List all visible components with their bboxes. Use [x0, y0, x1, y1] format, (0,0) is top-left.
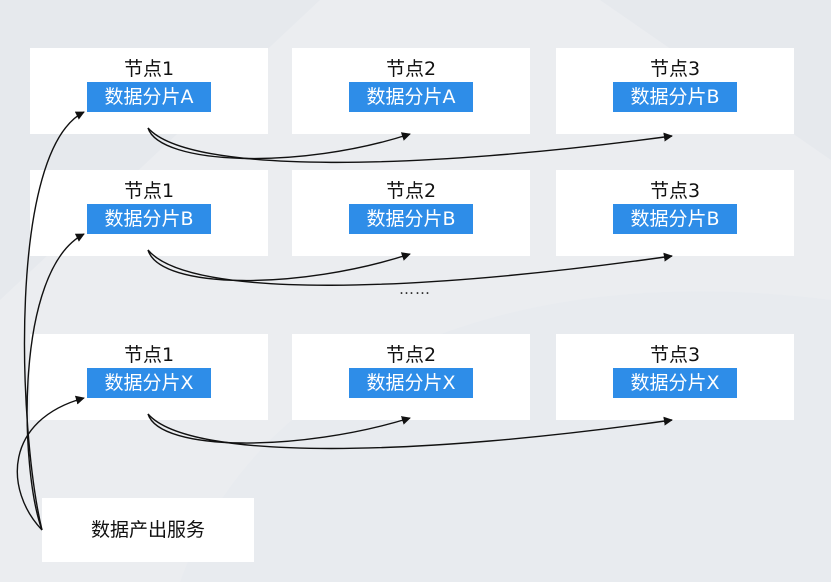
- node-box-row3-node1: 节点1 数据分片X: [30, 334, 268, 420]
- data-output-service-box: 数据产出服务: [42, 498, 254, 562]
- shard-label: 数据分片B: [349, 204, 473, 234]
- arrow-row3-to-node2: [147, 413, 411, 444]
- node-box-row3-node2: 节点2 数据分片X: [292, 334, 530, 420]
- arrow-service-to-row1: [23, 111, 85, 531]
- shard-label: 数据分片X: [349, 368, 473, 398]
- node-box-row1-node1: 节点1 数据分片A: [30, 48, 268, 134]
- node-box-row1-node3: 节点3 数据分片B: [556, 48, 794, 134]
- node-label: 节点2: [385, 180, 437, 202]
- node-box-row2-node3: 节点3 数据分片B: [556, 170, 794, 256]
- ellipsis: ……: [399, 280, 431, 298]
- shard-label: 数据分片B: [87, 204, 211, 234]
- shard-label: 数据分片X: [87, 368, 211, 398]
- node-box-row1-node2: 节点2 数据分片A: [292, 48, 530, 134]
- node-label: 节点1: [123, 58, 175, 80]
- arrow-row2-to-node3: [147, 249, 673, 286]
- node-label: 节点3: [649, 58, 701, 80]
- shard-label: 数据分片B: [613, 82, 737, 112]
- arrow-service-to-row3: [16, 395, 85, 531]
- arrow-row1-to-node2: [147, 127, 411, 160]
- node-label: 节点3: [649, 344, 701, 366]
- node-label: 节点1: [123, 344, 175, 366]
- arrow-row3-to-node3: [147, 413, 673, 450]
- arrow-row2-to-node2: [147, 249, 411, 282]
- arrow-service-to-row2: [26, 233, 85, 531]
- node-box-row2-node1: 节点1 数据分片B: [30, 170, 268, 256]
- shard-label: 数据分片A: [349, 82, 473, 112]
- shard-label: 数据分片A: [87, 82, 211, 112]
- node-box-row3-node3: 节点3 数据分片X: [556, 334, 794, 420]
- shard-label: 数据分片X: [613, 368, 737, 398]
- node-label: 节点1: [123, 180, 175, 202]
- arrow-row1-to-node3: [147, 127, 673, 164]
- shard-label: 数据分片B: [613, 204, 737, 234]
- node-label: 节点2: [385, 58, 437, 80]
- node-label: 节点2: [385, 344, 437, 366]
- node-box-row2-node2: 节点2 数据分片B: [292, 170, 530, 256]
- node-label: 节点3: [649, 180, 701, 202]
